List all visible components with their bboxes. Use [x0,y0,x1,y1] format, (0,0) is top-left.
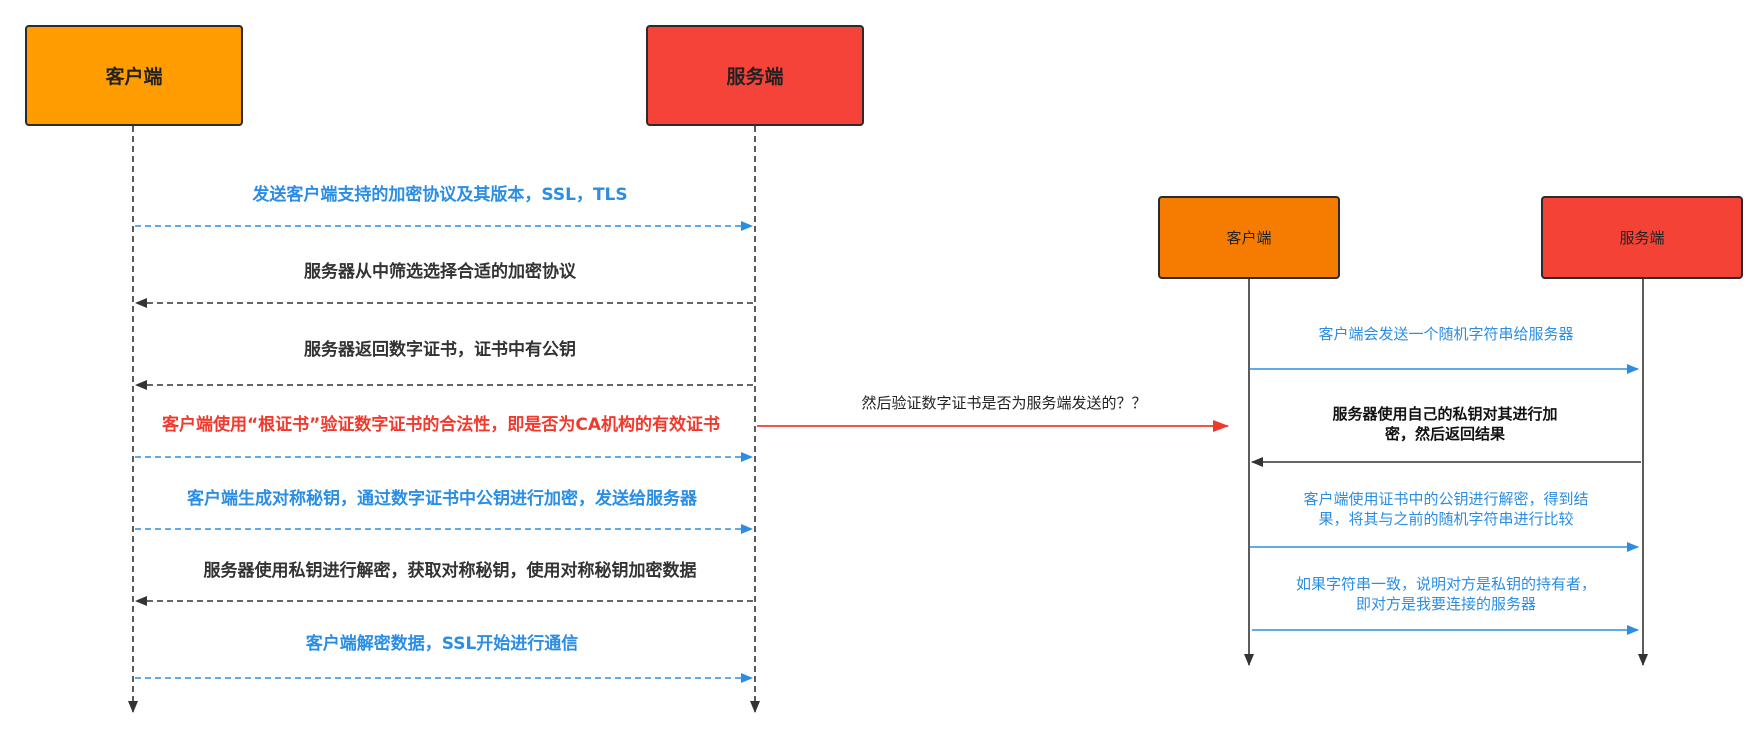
server-actor-box: 服务端 [646,25,864,126]
detail-server-actor-box: 服务端 [1541,196,1743,279]
main-message-label-4: 客户端使用“根证书”验证数字证书的合法性，即是否为CA机构的有效证书 [162,415,720,435]
detail-client-actor-box: 客户端 [1158,196,1340,279]
main-message-label-5: 客户端生成对称秘钥，通过数字证书中公钥进行加密，发送给服务器 [187,489,697,509]
detail-message-label-3: 客户端使用证书中的公钥进行解密，得到结果，将其与之前的随机字符串进行比较 [1303,490,1589,528]
detail-message-label-2: 服务器使用自己的私钥对其进行加密，然后返回结果 [1332,405,1558,443]
main-message-label-3: 服务器返回数字证书，证书中有公钥 [304,340,576,360]
main-message-label-7: 客户端解密数据，SSL开始进行通信 [305,634,579,654]
main-message-label-1: 发送客户端支持的加密协议及其版本，SSL，TLS [252,185,628,205]
detail-message-label-1: 客户端会发送一个随机字符串给服务器 [1318,325,1574,343]
main-message-label-6: 服务器使用私钥进行解密，获取对称秘钥，使用对称秘钥加密数据 [203,561,697,581]
client-actor-box: 客户端 [25,25,243,126]
main-message-label-2: 服务器从中筛选选择合适的加密协议 [304,262,576,282]
detail-message-label-4: 如果字符串一致，说明对方是私钥的持有者，即对方是我要连接的服务器 [1296,575,1597,613]
connector-label: 然后验证数字证书是否为服务端发送的？？ [861,394,1147,412]
